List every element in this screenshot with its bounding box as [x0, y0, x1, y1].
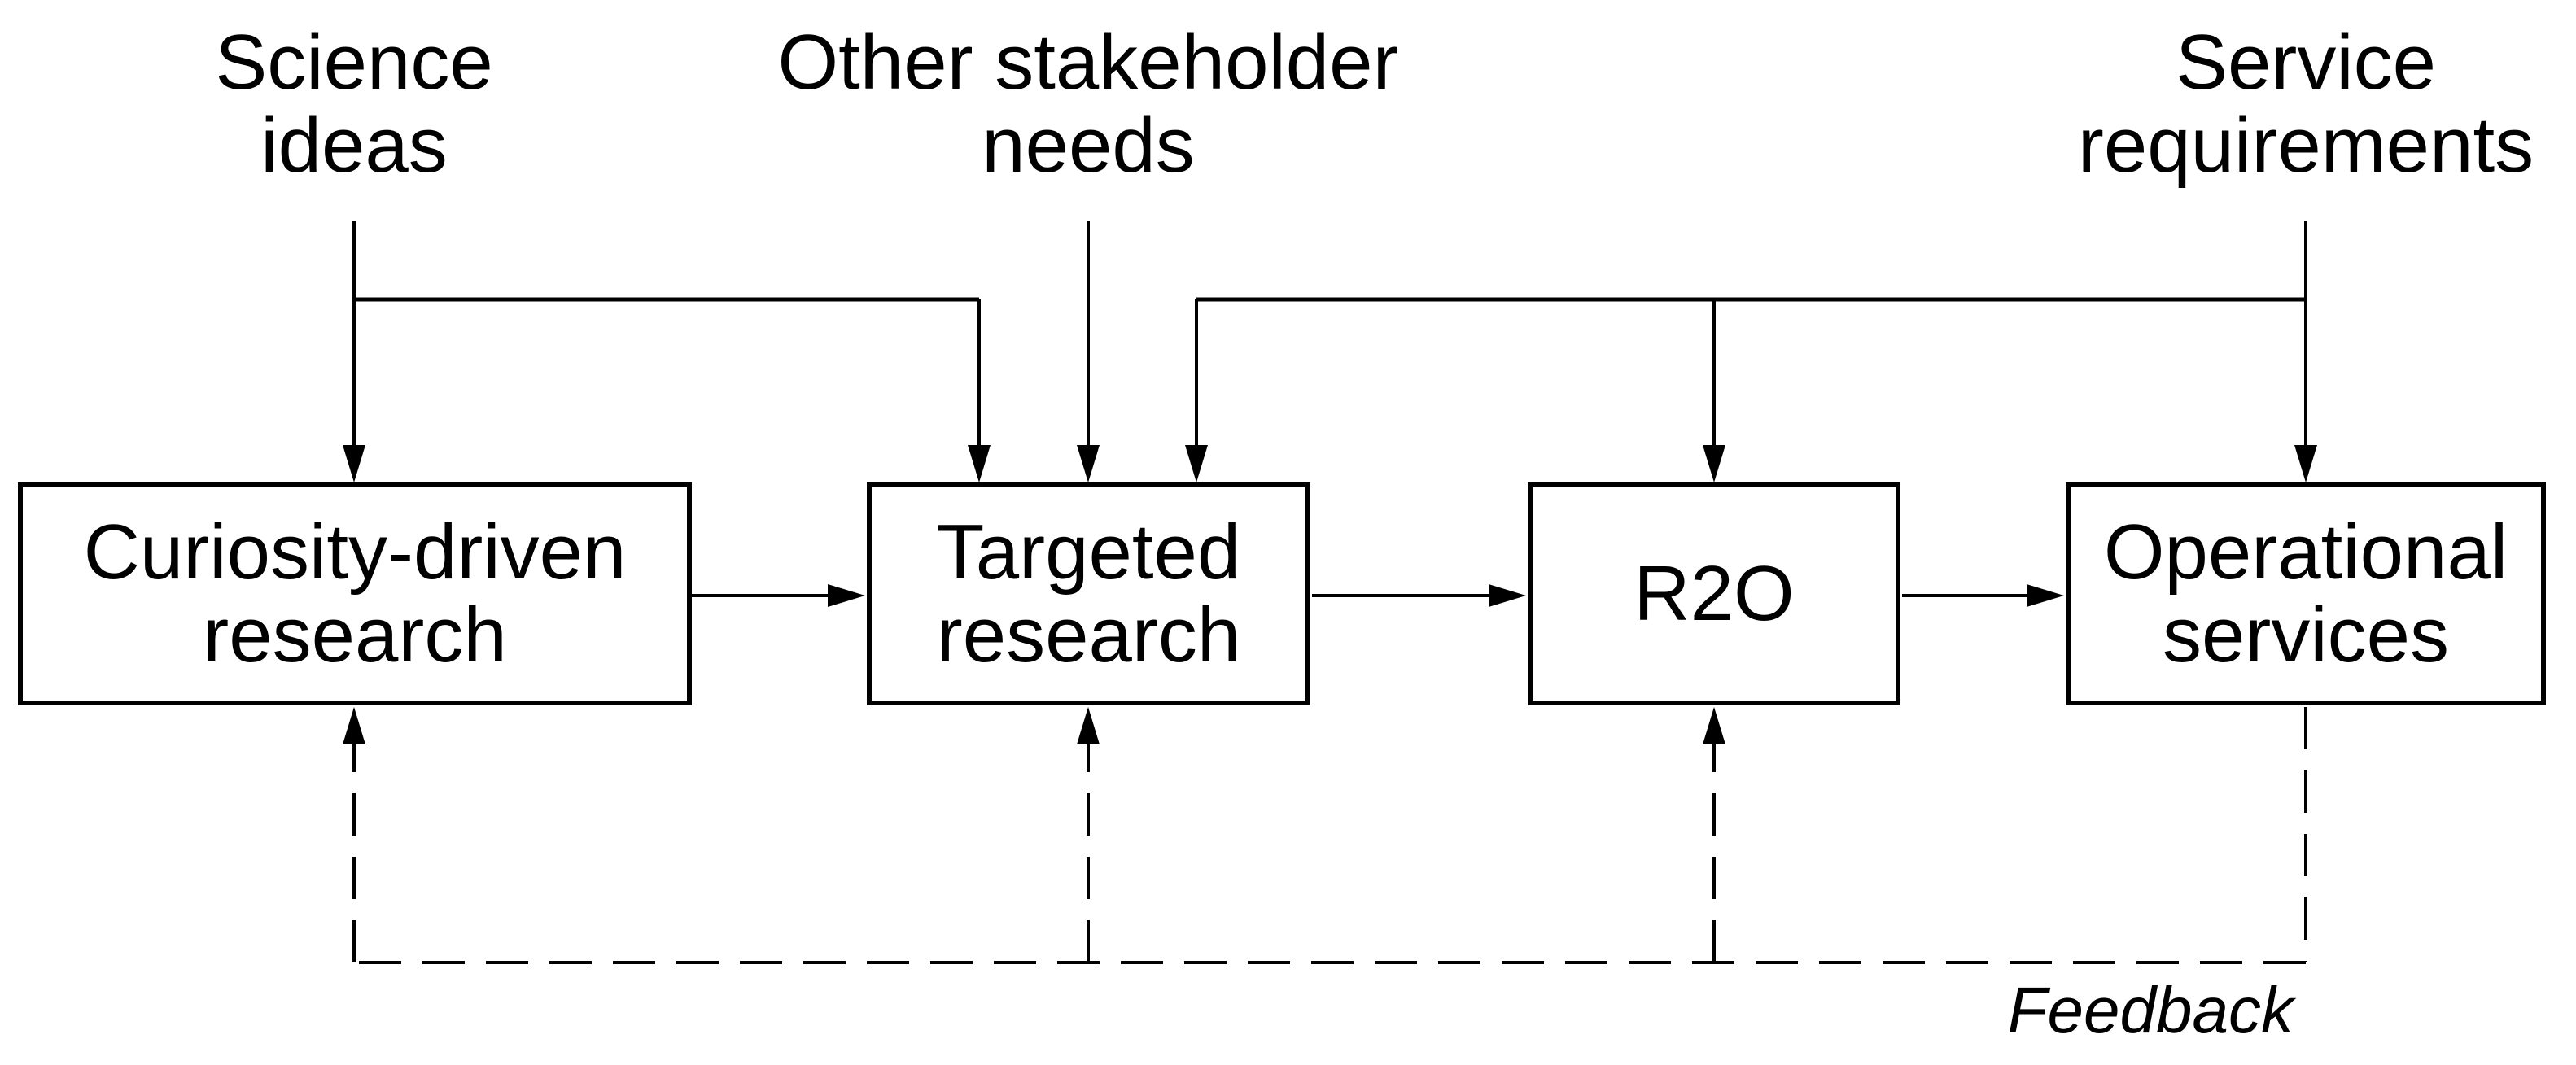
top-label-science-ideas: Science ideas [215, 19, 493, 189]
arrowhead-service-branch-r2o-drop [1703, 445, 1725, 482]
top-label-service-requirements: Service requirements [2077, 19, 2534, 189]
box-label-operational-services: Operational services [2103, 508, 2508, 679]
box-targeted-research: Targeted research [867, 482, 1310, 705]
box-label-r2o: R2O [1634, 550, 1795, 637]
arrowhead-flow-curiosity-to-targeted [828, 584, 865, 607]
arrowhead-science-branch-drop [968, 445, 991, 482]
top-label-other-stakeholder-needs: Other stakeholder needs [777, 19, 1399, 189]
box-label-targeted-research: Targeted research [936, 508, 1241, 679]
box-curiosity-driven-research: Curiosity-driven research [18, 482, 692, 705]
box-label-curiosity-driven-research: Curiosity-driven research [83, 508, 627, 679]
feedback-label: Feedback [2007, 974, 2294, 1046]
box-r2o: R2O [1528, 482, 1900, 705]
arrowhead-stakeholder-needs-vertical [1077, 445, 1100, 482]
box-operational-services: Operational services [2066, 482, 2546, 705]
arrowhead-flow-r2o-to-operational [2027, 584, 2064, 607]
arrowhead-feedback-up-to-curiosity [343, 707, 365, 744]
arrowhead-feedback-up-to-targeted [1077, 707, 1100, 744]
arrowhead-service-requirements-vertical [2294, 445, 2317, 482]
arrowhead-science-ideas-vertical [343, 445, 365, 482]
arrowhead-service-branch-left-drop [1185, 445, 1208, 482]
arrowhead-flow-targeted-to-r2o [1489, 584, 1526, 607]
arrowhead-feedback-up-to-r2o [1703, 707, 1725, 744]
